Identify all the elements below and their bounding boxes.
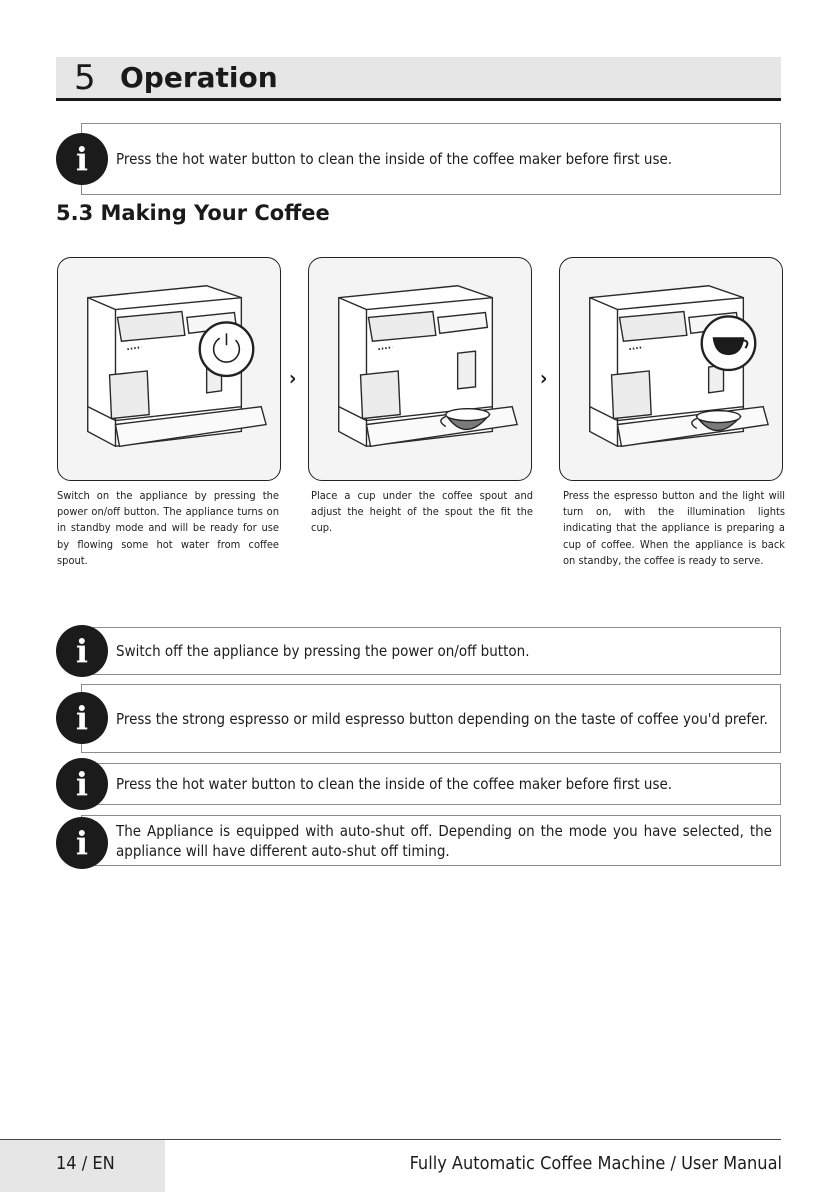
info-note-text: The Appliance is equipped with auto-shut…	[116, 821, 772, 860]
info-icon: i	[56, 692, 108, 744]
espresso-icon	[700, 315, 757, 372]
page-number: 14 / EN	[56, 1153, 115, 1174]
chevron-right-icon: ›	[540, 366, 548, 390]
info-note: Press the strong espresso or mild espres…	[81, 684, 781, 753]
coffee-machine-illustration	[589, 285, 770, 448]
info-icon: i	[56, 758, 108, 810]
info-note: The Appliance is equipped with auto-shut…	[81, 815, 781, 866]
chevron-right-icon: ›	[289, 366, 297, 390]
step-caption: Press the espresso button and the light …	[563, 489, 785, 567]
cup-icon	[691, 409, 742, 432]
footer-divider	[0, 1139, 781, 1140]
info-note: Press the hot water button to clean the …	[81, 123, 781, 195]
footer-tab	[0, 1140, 165, 1192]
step-illustration-power	[57, 257, 281, 481]
section-header: 5 Operation	[56, 57, 781, 101]
section-title: Operation	[120, 61, 278, 94]
document-title: Fully Automatic Coffee Machine / User Ma…	[409, 1153, 782, 1174]
section-number: 5	[74, 57, 96, 98]
step-caption: Switch on the appliance by pressing the …	[57, 489, 279, 567]
info-note: Switch off the appliance by pressing the…	[81, 627, 781, 675]
info-icon: i	[56, 817, 108, 869]
cup-icon	[440, 407, 491, 431]
info-note-text: Switch off the appliance by pressing the…	[116, 642, 530, 660]
coffee-machine-illustration	[338, 285, 519, 448]
info-note-text: Press the hot water button to clean the …	[116, 150, 673, 168]
info-icon: i	[56, 625, 108, 677]
coffee-machine-illustration	[87, 285, 268, 448]
step-illustration-cup	[308, 257, 532, 481]
step-caption: Place a cup under the coffee spout and a…	[311, 489, 533, 535]
step-illustration-espresso	[559, 257, 783, 481]
subsection-title: 5.3 Making Your Coffee	[56, 201, 330, 225]
info-icon: i	[56, 133, 108, 185]
info-note-text: Press the strong espresso or mild espres…	[116, 709, 768, 728]
info-note-text: Press the hot water button to clean the …	[116, 775, 673, 793]
info-note: Press the hot water button to clean the …	[81, 763, 781, 805]
